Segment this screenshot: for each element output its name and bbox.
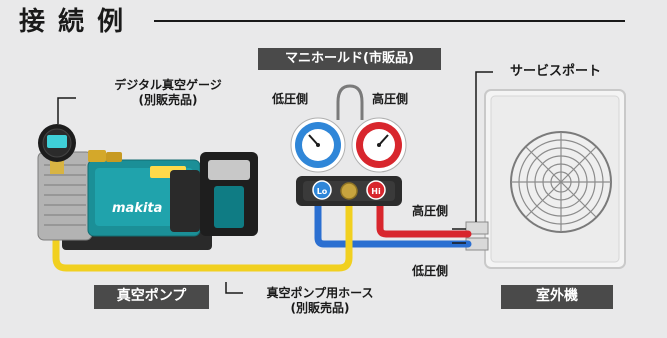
gauge-hi-label: Hi (371, 187, 381, 196)
outdoor-unit-illustration (465, 89, 626, 269)
pump-brand: makita (112, 201, 162, 216)
vacuum-pump-illustration: makita (37, 150, 258, 250)
hoses (52, 168, 472, 272)
hose-label-line1: 真空ポンプ用ホース (266, 286, 374, 300)
vacuum-pump-label: 真空ポンプ (94, 285, 209, 309)
manifold-illustration: Lo Hi (290, 84, 407, 206)
low-pressure-port-label: 低圧側 (412, 264, 449, 278)
manifold-label: マニホールド(市販品) (258, 48, 441, 70)
digital-gauge-label-line1: デジタル真空ゲージ (114, 78, 222, 92)
leader-lines (57, 71, 493, 294)
digital-gauge-label-line2: (別販売品) (138, 93, 198, 107)
hose-label: 真空ポンプ用ホース (別販売品) (245, 286, 395, 316)
low-pressure-gauge-label: 低圧側 (272, 92, 309, 106)
outdoor-unit-label: 室外機 (501, 285, 613, 309)
high-pressure-gauge-label: 高圧側 (372, 92, 409, 106)
title-rule (154, 20, 625, 22)
digital-gauge-illustration (38, 124, 76, 174)
gauge-lo-label: Lo (317, 187, 328, 196)
high-pressure-port-label: 高圧側 (412, 204, 449, 218)
service-port-label: サービスポート (510, 64, 602, 79)
hose-label-line2: (別販売品) (290, 301, 350, 315)
digital-gauge-label: デジタル真空ゲージ (別販売品) (92, 78, 244, 108)
page-title: 接 続 例 (19, 7, 126, 37)
